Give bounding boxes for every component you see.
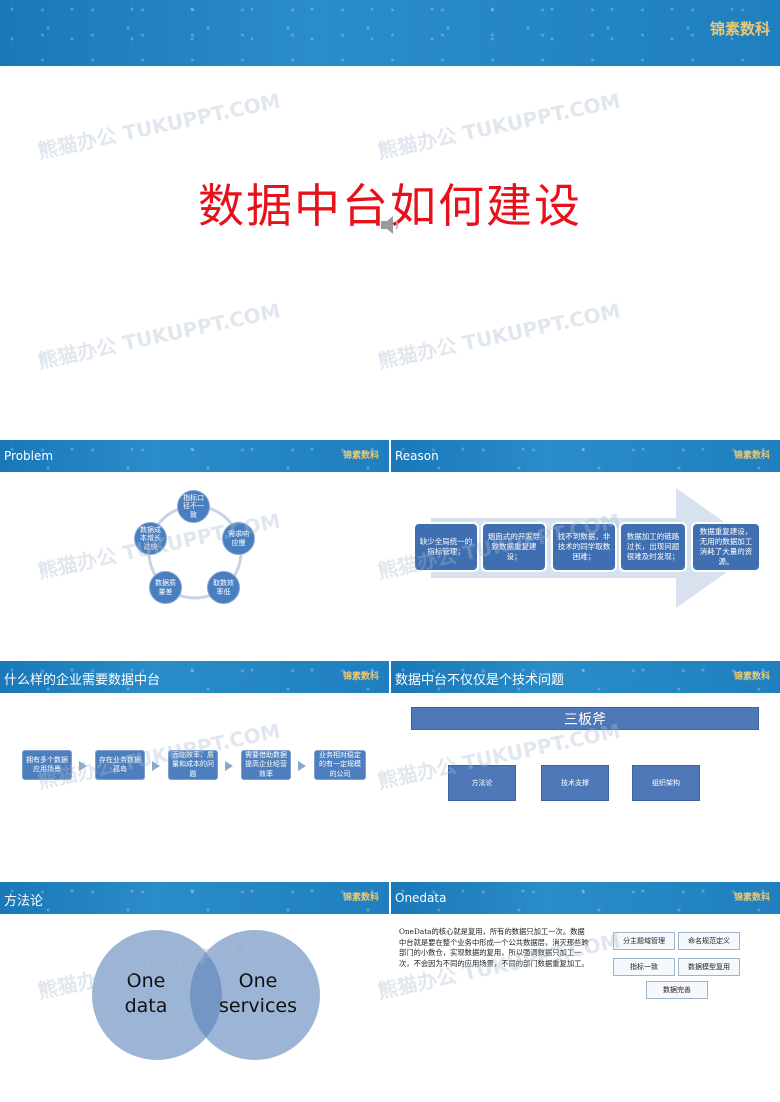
header-band bbox=[391, 661, 780, 693]
step-box: 业务相对稳定的有一定规模的公司 bbox=[314, 750, 366, 780]
cycle-node: 指标口径不一致 bbox=[177, 490, 210, 523]
slide-title: 数据中台不仅仅是个技术问题 bbox=[395, 673, 565, 688]
slide-title: Onedata bbox=[395, 891, 447, 905]
brand-logo: 锦素数科 bbox=[709, 20, 770, 38]
header-band bbox=[391, 440, 780, 472]
not-only-tech-slide: 数据中台不仅仅是个技术问题 锦素数科 三板斧 方法论 技术支撑 组织架构 bbox=[391, 661, 780, 879]
slide-title: 什么样的企业需要数据中台 bbox=[4, 673, 161, 688]
brand-logo: 锦素数科 bbox=[342, 893, 379, 903]
slide-title: Problem bbox=[4, 449, 54, 463]
step-box: 需要借助数据提高企业经营效率 bbox=[241, 750, 291, 780]
header-band bbox=[0, 440, 389, 472]
slide-title: Reason bbox=[395, 449, 439, 463]
reason-box: 缺少全局统一的指标管理； bbox=[413, 522, 479, 572]
feature-box: 数据模型复用 bbox=[678, 958, 740, 976]
title-slide: 锦素数科 数据中台如何建设 bbox=[0, 0, 780, 440]
arrow-right-icon bbox=[298, 761, 306, 771]
step-box: 面临效率、质量和成本的问题 bbox=[168, 750, 218, 780]
onedata-slide: Onedata 锦素数科 OneData的核心就是复用，所有的数据只加工一次。数… bbox=[391, 882, 780, 1102]
reason-box: 找不到数据，非技术的同学取数困难； bbox=[551, 522, 617, 572]
brand-logo: 锦素数科 bbox=[342, 672, 379, 682]
feature-box: 数据完善 bbox=[646, 981, 708, 999]
problem-slide: Problem 锦素数科 指标口径不一致 需求响应慢 取数效率低 数据质量差 数… bbox=[0, 440, 389, 658]
reason-slide: Reason 锦素数科 缺少全局统一的指标管理； 烟囱式的开发导致数据重复建设；… bbox=[391, 440, 780, 658]
reason-box: 数据重复建设，无用的数据加工消耗了大量的资源。 bbox=[691, 522, 761, 572]
venn-label-right: One services bbox=[219, 970, 297, 1017]
onedata-text: OneData的核心就是复用，所有的数据只加工一次。数据中台就是要在整个业务中形… bbox=[399, 927, 589, 968]
brand-logo: 锦素数科 bbox=[733, 672, 770, 682]
arrow-right-icon bbox=[225, 761, 233, 771]
pillar-box: 技术支撑 bbox=[541, 765, 609, 801]
arrow-right-icon bbox=[79, 761, 87, 771]
slide-title: 方法论 bbox=[4, 894, 44, 909]
reason-box: 数据加工的链路过长，出现问题很难及时发现； bbox=[619, 522, 687, 572]
venn-circle-right bbox=[190, 930, 320, 1060]
arrow-right-icon bbox=[152, 761, 160, 771]
top-box: 三板斧 bbox=[411, 707, 759, 730]
cycle-node: 取数效率低 bbox=[207, 571, 240, 604]
feature-box: 分主题域管理 bbox=[613, 932, 675, 950]
methodology-slide: 方法论 锦素数科 One data One services bbox=[0, 882, 389, 1102]
venn-label-left: One data bbox=[124, 970, 168, 1017]
pillar-box: 组织架构 bbox=[632, 765, 700, 801]
feature-box: 命名规范定义 bbox=[678, 932, 740, 950]
header-band bbox=[0, 0, 780, 66]
speaker-icon[interactable] bbox=[378, 212, 404, 238]
header-band bbox=[0, 882, 389, 914]
reason-box: 烟囱式的开发导致数据重复建设； bbox=[481, 522, 547, 572]
header-band bbox=[0, 661, 389, 693]
feature-box: 指标一致 bbox=[613, 958, 675, 976]
pillar-box: 方法论 bbox=[448, 765, 516, 801]
step-box: 存在业务数据孤岛 bbox=[95, 750, 145, 780]
brand-logo: 锦素数科 bbox=[733, 451, 770, 461]
enterprise-slide: 什么样的企业需要数据中台 锦素数科 拥有多个数据应用场景 存在业务数据孤岛 面临… bbox=[0, 661, 389, 879]
step-box: 拥有多个数据应用场景 bbox=[22, 750, 72, 780]
header-band bbox=[391, 882, 780, 914]
cycle-node: 数据成本增长过快 bbox=[134, 522, 167, 555]
cycle-node: 需求响应慢 bbox=[222, 522, 255, 555]
brand-logo: 锦素数科 bbox=[733, 893, 770, 903]
cycle-node: 数据质量差 bbox=[149, 571, 182, 604]
brand-logo: 锦素数科 bbox=[342, 451, 379, 461]
